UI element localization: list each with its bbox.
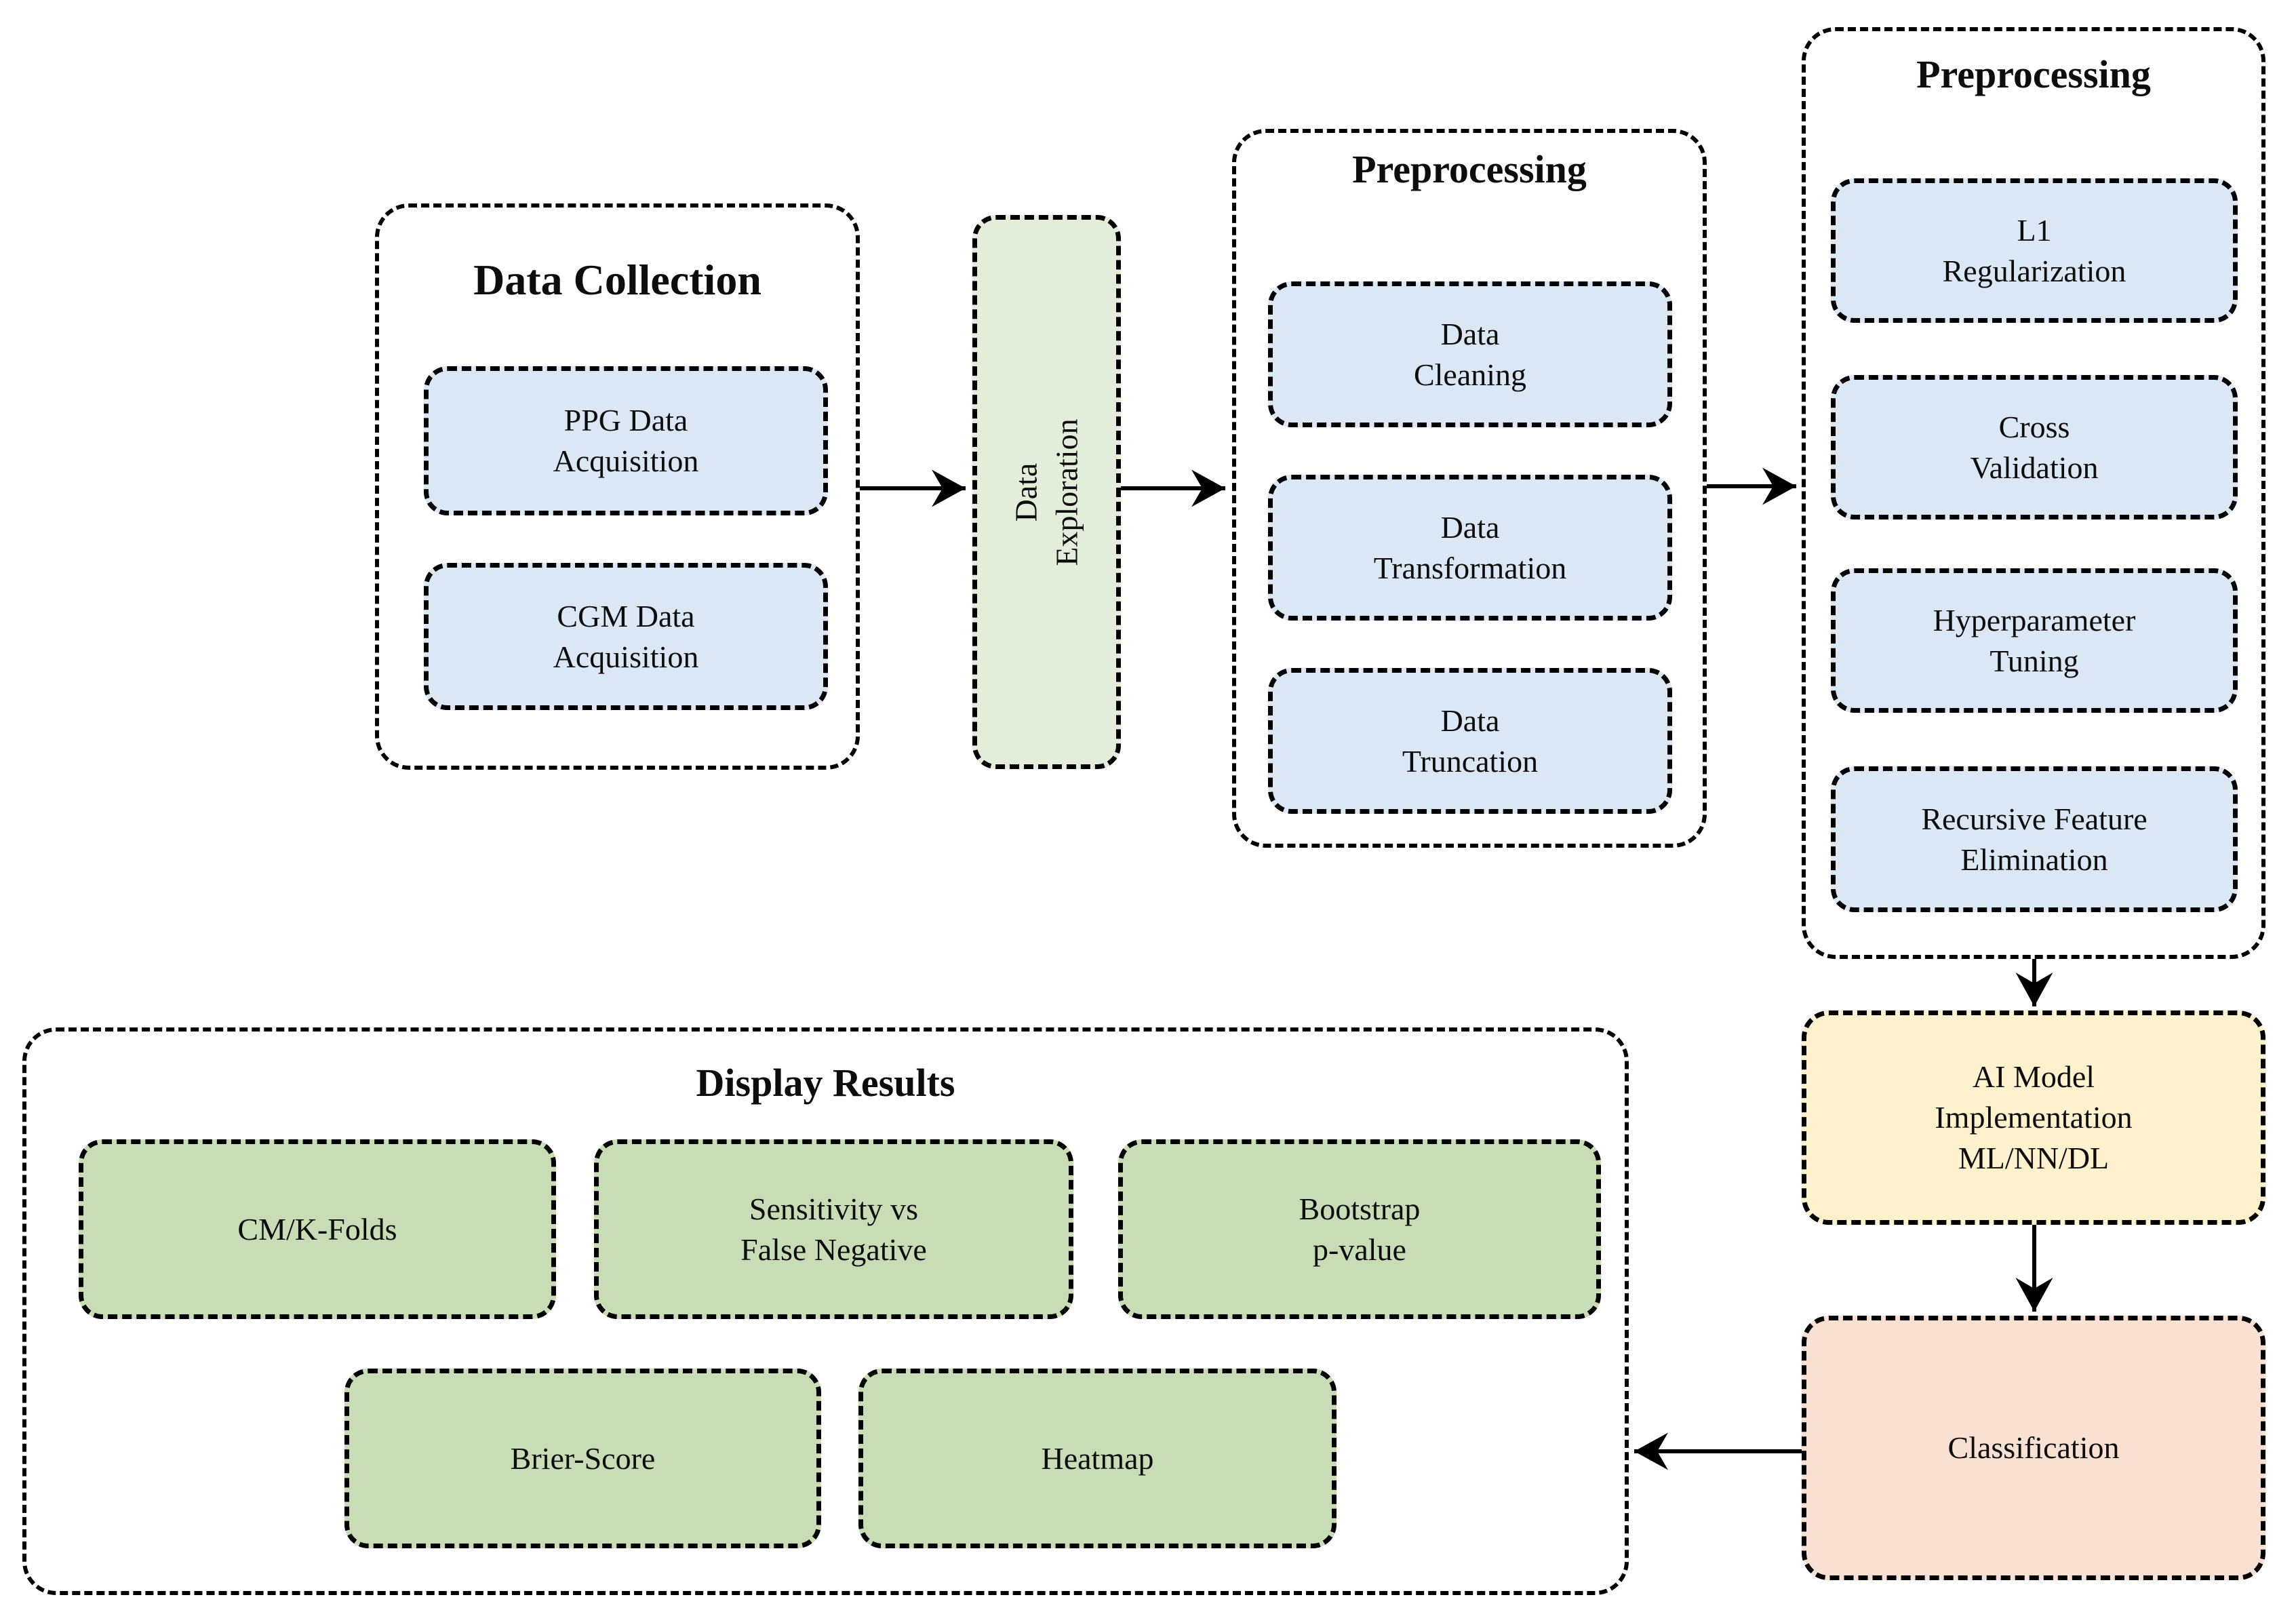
ppg-data-acquisition-label: PPG Data Acquisition: [553, 403, 699, 478]
hyperparameter-tuning-label: Hyperparameter Tuning: [1933, 602, 2136, 678]
cross-validation-label: Cross Validation: [1970, 409, 2099, 485]
recursive-feature-elimination-box: Recursive Feature Elimination: [1831, 766, 2238, 912]
l1-regularization-label: L1 Regularization: [1942, 212, 2126, 288]
ai-model-implementation-box: AI Model Implementation ML/NN/DL: [1802, 1010, 2265, 1225]
sensitivity-vs-false-negative-label: Sensitivity vs False Negative: [740, 1191, 927, 1267]
bootstrap-p-value-box: Bootstrap p-value: [1118, 1139, 1601, 1319]
data-transformation-label: Data Transformation: [1373, 509, 1567, 585]
ai-model-implementation-label: AI Model Implementation ML/NN/DL: [1935, 1059, 2133, 1175]
recursive-feature-elimination-label: Recursive Feature Elimination: [1921, 801, 2147, 877]
heatmap-label: Heatmap: [1041, 1440, 1154, 1476]
data-cleaning-box: Data Cleaning: [1268, 281, 1672, 427]
data-cleaning-label: Data Cleaning: [1413, 316, 1527, 392]
data-transformation-box: Data Transformation: [1268, 475, 1672, 621]
data-exploration-box: Data Exploration: [972, 215, 1121, 769]
brier-score-label: Brier-Score: [510, 1440, 656, 1476]
preprocessing-2-title: Preprocessing: [1916, 52, 2151, 96]
cross-validation-box: Cross Validation: [1831, 375, 2238, 519]
cgm-data-acquisition-label: CGM Data Acquisition: [553, 598, 699, 674]
display-results-title: Display Results: [696, 1061, 955, 1105]
data-exploration-label: Data Exploration: [1008, 418, 1084, 566]
data-truncation-box: Data Truncation: [1268, 668, 1672, 814]
classification-label: Classification: [1947, 1430, 2120, 1465]
preprocessing-1-title: Preprocessing: [1352, 147, 1587, 191]
hyperparameter-tuning-box: Hyperparameter Tuning: [1831, 568, 2238, 713]
ppg-data-acquisition-box: PPG Data Acquisition: [424, 366, 828, 515]
cm-k-folds-label: CM/K-Folds: [237, 1211, 397, 1246]
data-collection-title: Data Collection: [473, 256, 761, 304]
data-truncation-label: Data Truncation: [1402, 703, 1539, 779]
l1-regularization-box: L1 Regularization: [1831, 178, 2238, 323]
cgm-data-acquisition-box: CGM Data Acquisition: [424, 563, 828, 710]
bootstrap-p-value-label: Bootstrap p-value: [1299, 1191, 1421, 1267]
classification-box: Classification: [1802, 1316, 2265, 1580]
brier-score-box: Brier-Score: [344, 1369, 821, 1548]
cm-k-folds-box: CM/K-Folds: [79, 1139, 556, 1319]
heatmap-box: Heatmap: [858, 1369, 1337, 1548]
sensitivity-vs-false-negative-box: Sensitivity vs False Negative: [594, 1139, 1073, 1319]
